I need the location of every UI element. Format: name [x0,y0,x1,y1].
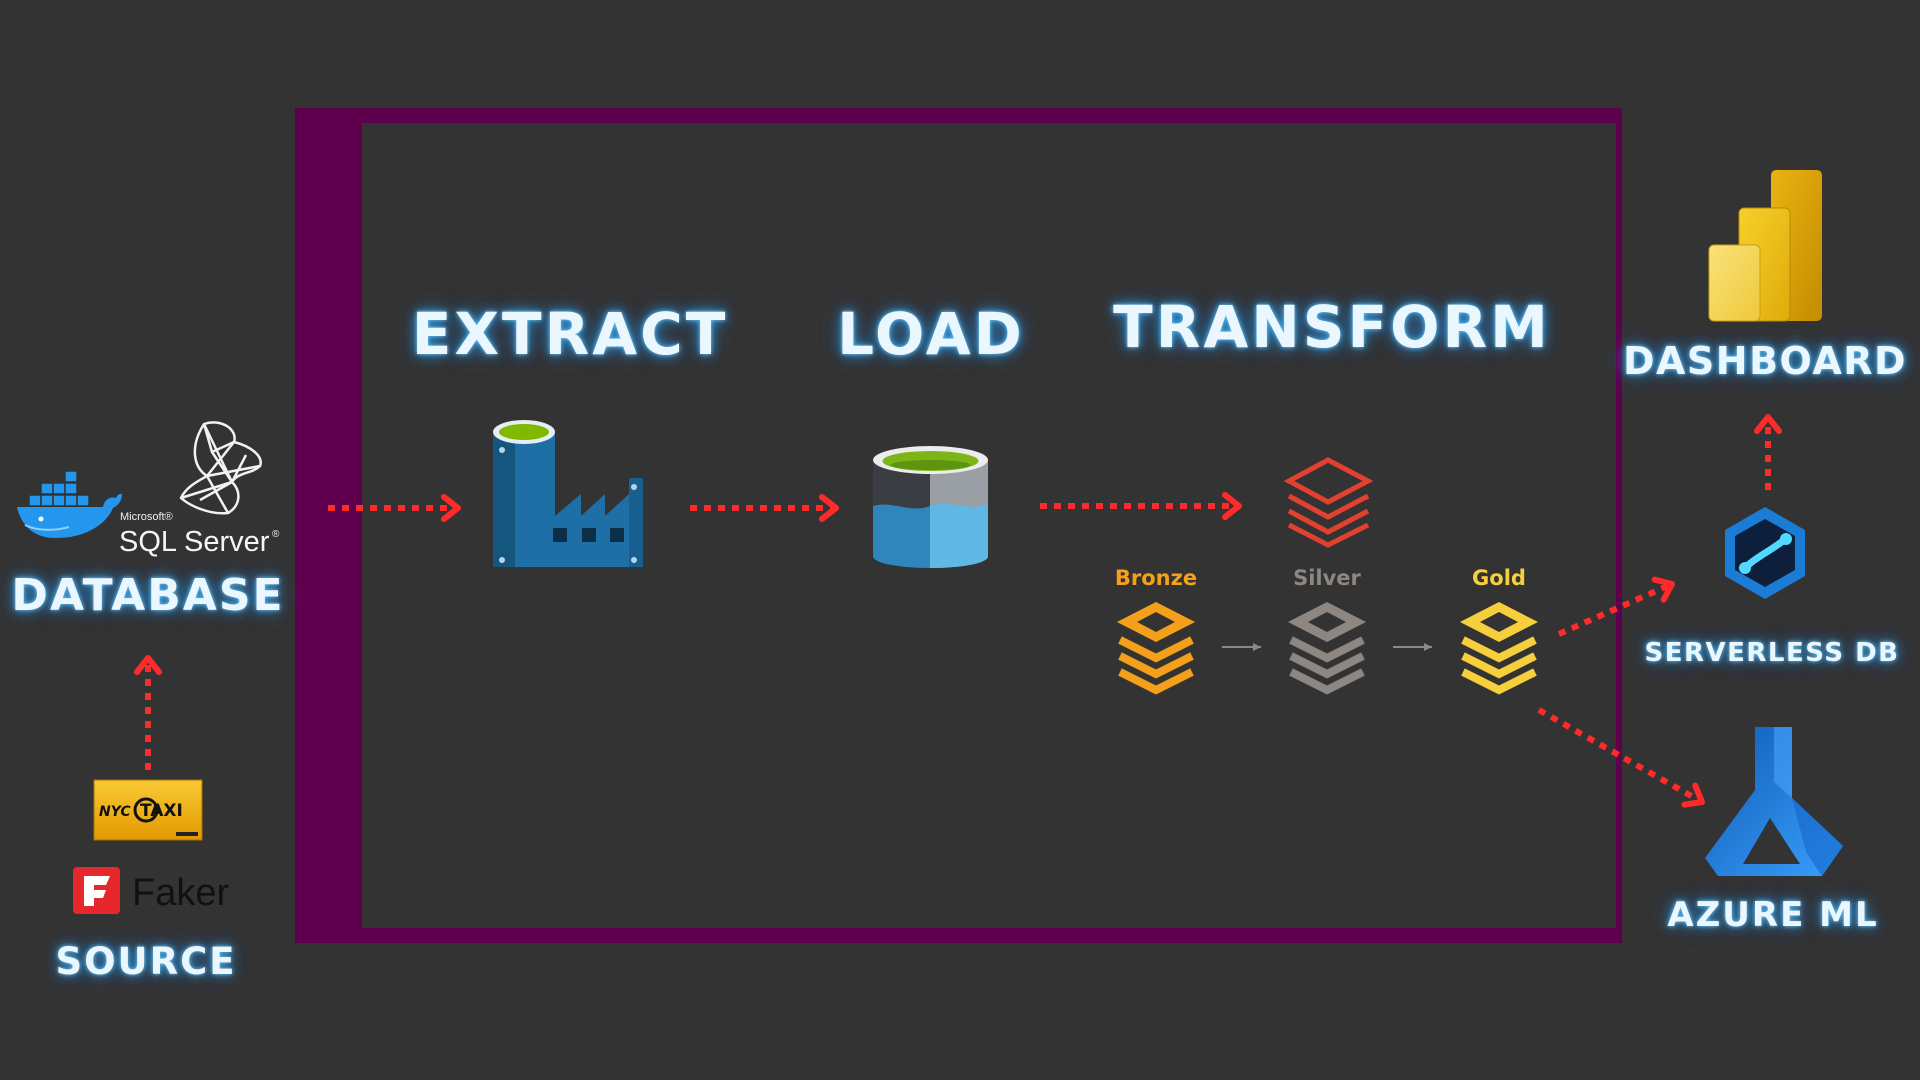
nyc-taxi-logo: NYC TAXI [93,779,203,841]
arrow-gold-to-serverless [1557,576,1675,637]
silver-label: Silver [1293,566,1361,590]
nyc-taxi-taxi-text: TAXI [140,801,183,821]
faker-wordmark: Faker [132,872,229,914]
source-label: SOURCE [55,940,237,983]
faker-logo: Faker [73,867,229,914]
databricks-icon [1283,457,1374,548]
power-bi-icon [1708,170,1822,322]
sql-server-registered-mark: ® [272,529,280,540]
database-label: DATABASE [11,570,285,621]
bronze-layer-icon [1117,602,1195,695]
sql-server-icon [179,421,262,515]
gold-label: Gold [1472,566,1526,590]
microsoft-wordmark: Microsoft® [120,511,173,523]
serverless-db-label: SERVERLESS DB [1644,638,1900,668]
data-factory-icon [493,420,643,567]
azure-ml-label: AZURE ML [1667,895,1879,935]
sql-server-wordmark: SQL Server [119,526,270,558]
bronze-label: Bronze [1114,566,1198,590]
docker-icon [17,470,122,539]
transform-heading: TRANSFORM [1113,293,1551,361]
arrow-gold-to-azure-ml [1537,707,1705,808]
data-lake-icon [873,446,988,568]
silver-layer-icon [1288,602,1366,695]
dashboard-label: DASHBOARD [1622,339,1908,383]
load-heading: LOAD [837,300,1025,368]
synapse-icon [1725,507,1805,599]
extract-heading: EXTRACT [411,300,729,368]
gold-layer-icon [1460,602,1538,695]
azure-ml-icon [1705,727,1843,876]
nyc-taxi-nyc-text: NYC [99,804,131,820]
